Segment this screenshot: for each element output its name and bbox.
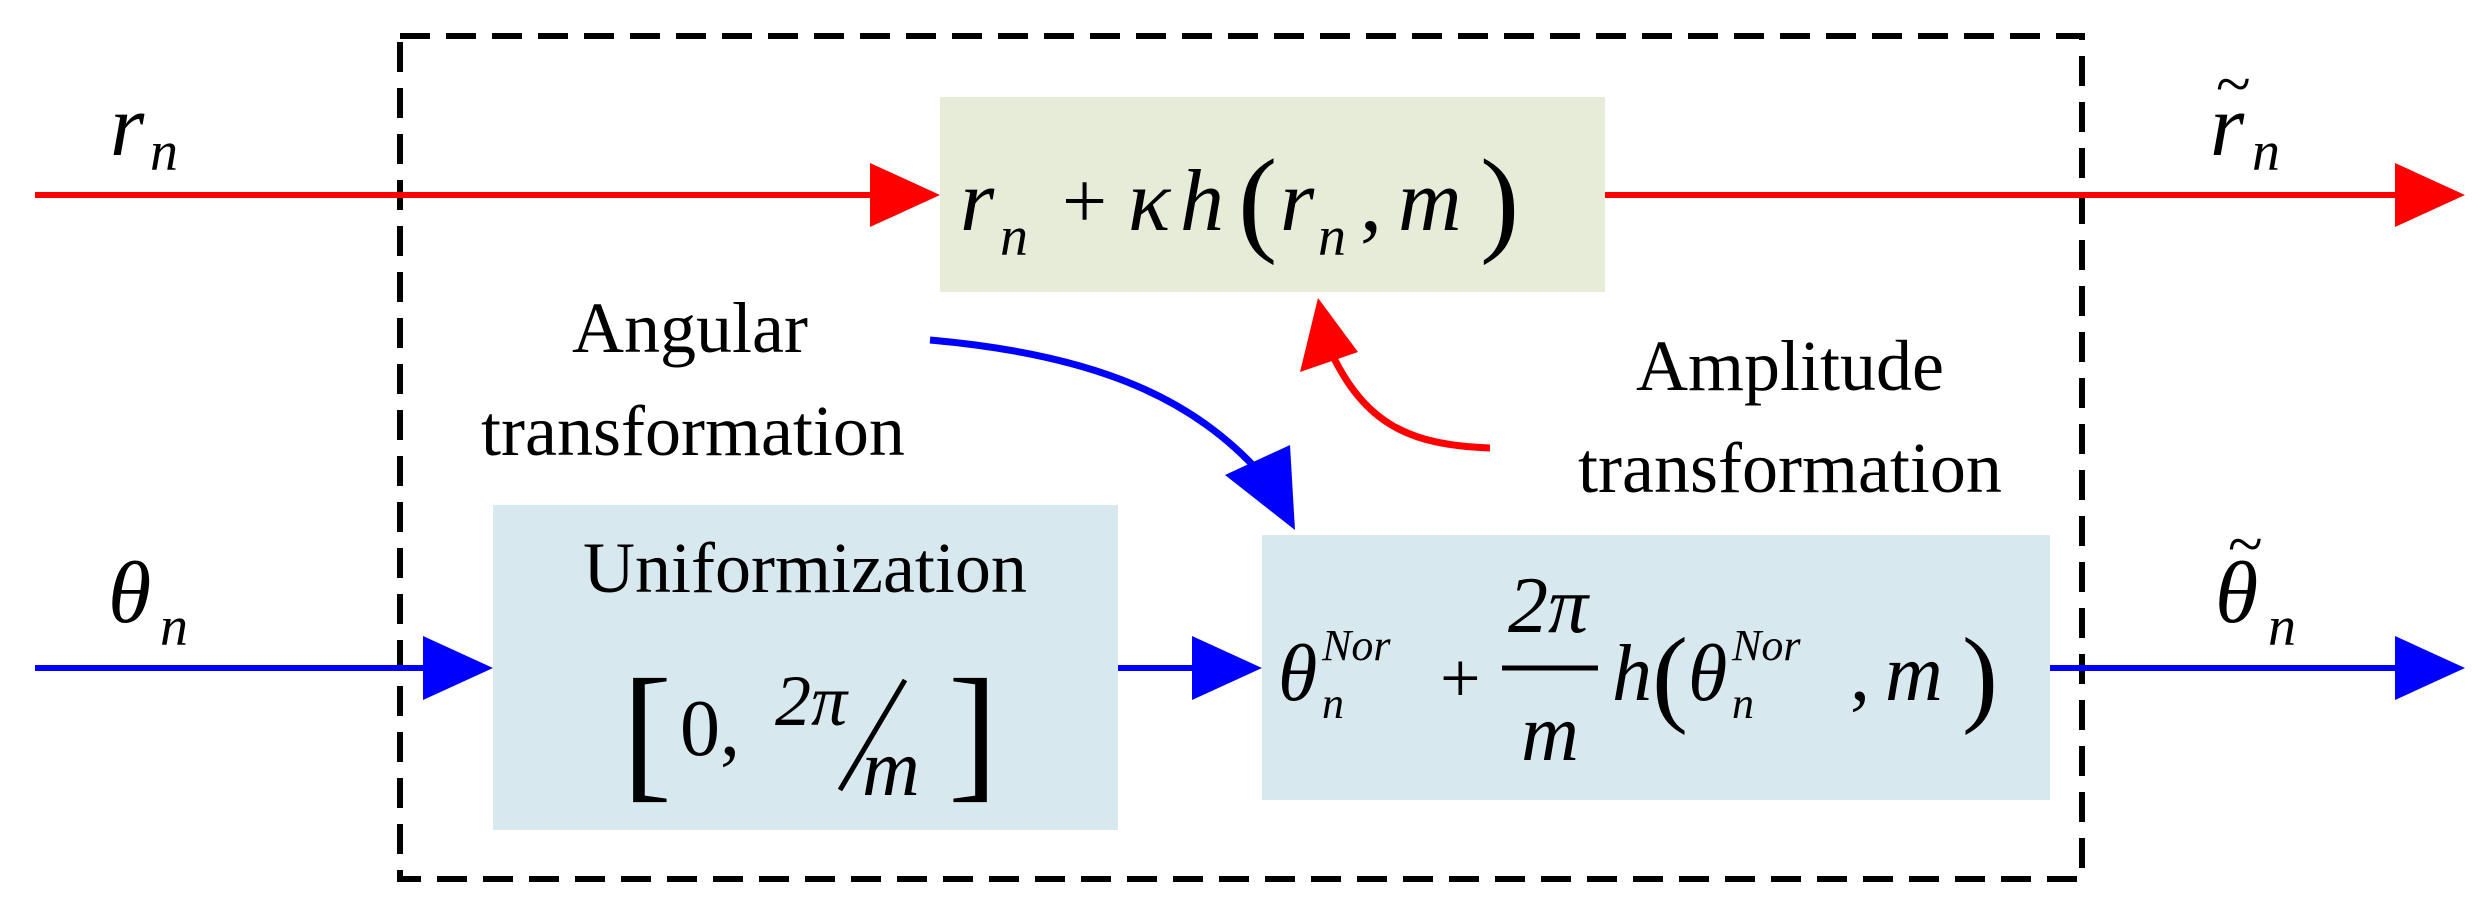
amplitude-input-label: r n [110, 78, 178, 183]
formula-r-inner-subscript: n [1318, 206, 1346, 268]
angle-output-tilde: ~ [2228, 508, 2263, 579]
angular-transformation-label: Angular transformation [481, 288, 905, 471]
uniformization-box [493, 505, 1118, 830]
angle-formula-denominator: m [1521, 690, 1579, 778]
angle-output-arrowhead [2395, 636, 2465, 700]
angle-output-label: θ ~ n [2215, 508, 2296, 658]
formula-m: m [1398, 153, 1462, 250]
uniformization-content: Uniformization [ 0, 2π m ] [583, 528, 1027, 815]
amplitude-output-tilde: ~ [2216, 48, 2251, 119]
angular-transform-arrowhead [1225, 445, 1295, 530]
interval-m: m [862, 725, 920, 813]
amplitude-output-arrowhead [2395, 163, 2465, 227]
formula-r-inner: r [1280, 153, 1315, 250]
angular-label-line1: Angular [572, 288, 808, 368]
interval-zero: 0, [680, 685, 740, 773]
formula-right-paren: ) [1480, 135, 1519, 266]
angle-formula: θ n Nor + 2π m h ( θ n Nor , m ) [1278, 562, 1998, 778]
angle-transform-box [1262, 535, 2050, 800]
interval-left-bracket: [ [622, 649, 672, 815]
amplitude-label-line2: transformation [1578, 428, 2002, 508]
formula-r-subscript: n [1000, 206, 1028, 268]
formula-plus: + [1062, 158, 1107, 246]
interval-right-bracket: ] [948, 649, 998, 815]
formula-h: h [1180, 153, 1224, 250]
angular-transform-curve [929, 336, 1265, 478]
angle-formula-theta-inner: θ [1688, 630, 1727, 718]
angle-formula-theta-superscript: Nor [1321, 621, 1391, 670]
angle-formula-theta-subscript: n [1322, 679, 1344, 728]
amplitude-output-symbol: r [2210, 78, 2245, 175]
interval-slash [837, 678, 908, 792]
formula-left-paren: ( [1238, 135, 1277, 266]
angle-output-symbol: θ [2215, 545, 2258, 642]
angle-formula-comma: , [1850, 630, 1870, 718]
angle-formula-theta-inner-superscript: Nor [1731, 621, 1801, 670]
angle-formula-plus: + [1440, 638, 1481, 718]
angle-formula-numerator: 2π [1508, 562, 1590, 650]
formula-comma: , [1360, 153, 1382, 250]
angle-formula-theta: θ [1278, 630, 1317, 718]
angle-input-subscript: n [160, 596, 188, 658]
angular-label-line2: transformation [481, 391, 905, 471]
angle-input-arrowhead [423, 636, 493, 700]
formula-kappa: κ [1128, 153, 1172, 250]
angle-formula-theta-inner-subscript: n [1732, 679, 1754, 728]
amplitude-transform-box [940, 97, 1605, 292]
amplitude-output-subscript: n [2252, 121, 2280, 183]
angle-formula-m: m [1885, 630, 1943, 718]
amplitude-label-line1: Amplitude [1636, 326, 1944, 406]
amplitude-input-symbol: r [110, 78, 145, 175]
amplitude-output-label: r ~ n [2210, 48, 2280, 183]
amplitude-input-subscript: n [150, 121, 178, 183]
angle-mid-arrowhead [1192, 636, 1262, 700]
uniformization-title: Uniformization [583, 528, 1027, 608]
amplitude-feedback-curve [1326, 348, 1491, 452]
formula-r: r [960, 153, 995, 250]
dashed-frame [397, 33, 2085, 882]
angle-formula-h: h [1612, 630, 1652, 718]
angle-formula-left-paren: ( [1652, 617, 1688, 736]
amplitude-formula: r n + κ h ( r n , m ) [960, 135, 1519, 268]
amplitude-feedback-arrowhead [1300, 298, 1358, 372]
interval-two-pi: 2π [775, 661, 849, 741]
angle-output-subscript: n [2268, 596, 2296, 658]
amplitude-transformation-label: Amplitude transformation [1578, 326, 2002, 508]
angle-input-symbol: θ [108, 545, 151, 642]
amplitude-input-arrowhead [870, 163, 940, 227]
angle-formula-right-paren: ) [1962, 617, 1998, 736]
angle-input-label: θ n [108, 545, 188, 658]
